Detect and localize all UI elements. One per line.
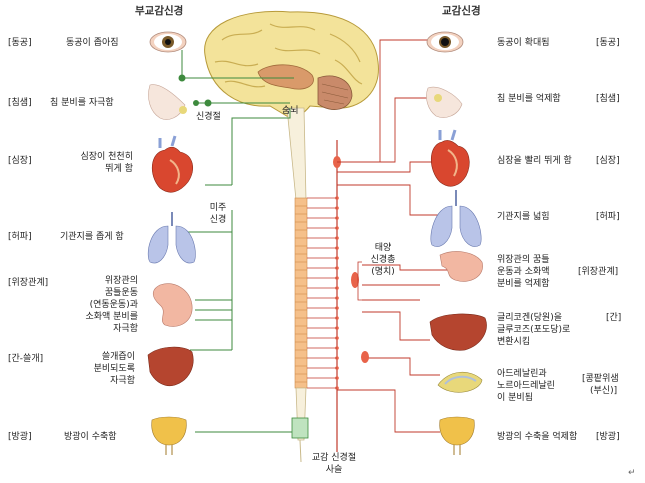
vagus-label-2: 신경 [209,215,227,225]
paragraph-mark: ↵ [628,468,636,478]
right-tag-adrenal-1: [콩팥위샘 [582,374,619,384]
right-text-liver-1: 글리코겐(당원)을 [497,313,562,323]
right-text-heart: 심장을 빨리 뛰게 함 [497,156,572,166]
right-text-liver-2: 글루코즈(포도당)로 [497,325,571,335]
left-heart-icon [152,135,193,193]
left-eye-icon [149,31,187,53]
left-text-liver-3: 자극함 [110,376,135,386]
ganglion-chain-label-1: 교감 신경절 [311,453,357,463]
right-liver-icon [429,313,487,351]
left-text-pupil: 동공이 좁아짐 [66,38,119,48]
vagus-label-1: 미주 [209,203,227,213]
right-tag-saliva: [침샘] [596,94,620,104]
solar-plexus-label-2: 신경총 [370,255,396,265]
right-text-adrenal-3: 이 분비됨 [497,393,533,403]
right-text-adrenal-1: 아드레날린과 [497,369,547,379]
left-text-gi-4: 소화액 분비를 [85,312,138,322]
left-tag-liver: [간-쓸개] [8,354,44,364]
left-liver-icon [147,346,194,387]
right-text-adrenal-2: 노르아드레날린 [497,381,555,391]
sympathetic-chain [307,140,341,452]
right-text-gi-3: 분비를 억제함 [497,279,550,289]
left-text-liver-2: 분비되도록 [93,364,135,374]
left-text-heart-1: 심장이 천천히 [80,152,133,162]
right-text-bladder: 방광의 수축을 억제함 [497,432,578,442]
parasympathetic-lines [180,50,294,433]
spinal-cord [286,107,309,463]
brain-illustration [204,10,379,119]
left-text-lung: 기관지를 좁게 함 [60,232,124,242]
right-tag-bladder: [방광] [596,432,620,442]
left-text-bladder: 방광이 수축함 [64,432,117,442]
left-salivary-icon [148,84,187,120]
left-text-gi-2: 꿈틀운동 [104,288,138,298]
left-text-saliva: 침 분비를 자극함 [50,98,114,108]
left-text-liver-1: 쓸개즙이 [101,352,135,362]
solar-plexus-label-3: (명치) [371,267,395,277]
left-stomach-icon [152,283,193,327]
left-tag-bladder: [방광] [8,432,32,442]
right-bladder-icon [439,416,475,455]
right-text-lung: 기관지를 넓힘 [497,212,550,222]
left-lung-icon [147,212,196,264]
right-tag-lung: [허파] [596,212,620,222]
left-text-gi-5: 자극함 [113,324,138,334]
right-text-gi-2: 운동과 소화액 [497,267,550,277]
medulla-label: 숨뇌 [282,106,299,116]
right-tag-liver: [간] [606,313,622,323]
left-tag-lung: [허파] [8,232,32,242]
right-text-liver-3: 변환시킴 [497,337,531,347]
left-bladder-icon [151,416,187,455]
left-tag-saliva: [침샘] [8,98,32,108]
left-tag-pupil: [동공] [8,38,32,48]
left-text-gi-3: (연동운동)과 [89,300,138,310]
left-text-heart-2: 뛰게 함 [105,164,133,174]
right-text-pupil: 동공이 확대됨 [497,38,550,48]
right-tag-gi: [위장관계] [578,267,619,277]
right-adrenal-icon [437,372,483,393]
right-eye-icon [426,31,464,53]
ganglion-label: 신경절 [196,112,221,122]
sympathetic-header: 교감신경 [442,5,481,17]
sympathetic-lines [337,39,460,433]
solar-plexus-label-1: 태양 [374,243,392,253]
right-stomach-icon [439,251,483,282]
right-tag-adrenal-2: (부신)] [590,386,618,396]
left-tag-heart: [심장] [8,156,32,166]
right-text-saliva: 침 분비를 억제함 [497,94,561,104]
parasympathetic-header: 부교감신경 [135,5,184,17]
right-tag-pupil: [동공] [596,38,620,48]
right-heart-icon [430,129,470,187]
right-text-gi-1: 위장관의 꿈틀 [497,255,550,265]
right-lung-icon [430,190,482,247]
left-text-gi-1: 위장관의 [104,276,138,286]
right-tag-heart: [심장] [596,156,620,166]
left-tag-gi: [위장관계] [8,278,49,288]
ganglion-chain-label-2: 사슬 [325,465,343,475]
right-salivary-icon [426,86,463,118]
